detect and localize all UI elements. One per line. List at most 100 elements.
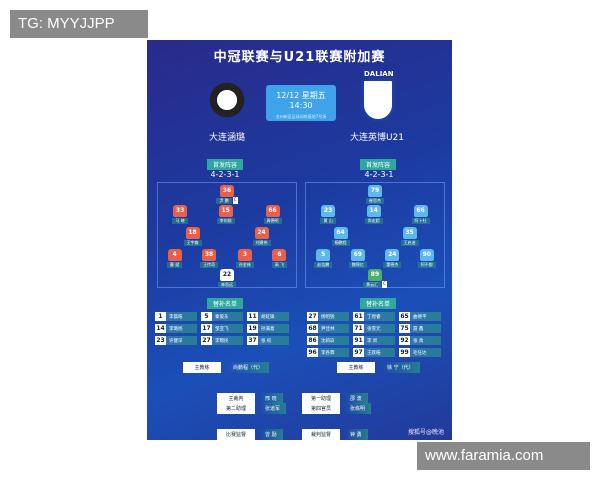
sub-name: 张雪元 bbox=[367, 326, 381, 332]
shirt-number: 6 bbox=[272, 249, 287, 261]
sub-name: 李璐扬 bbox=[169, 326, 183, 332]
player-name: 魏锦亿 bbox=[348, 262, 367, 268]
match-info-box: 12/12 星期五 14:30 金州新区足球训练基地7号场 bbox=[266, 85, 336, 121]
official-role: 第四官员 bbox=[302, 403, 340, 414]
player-name: 黄云汇 bbox=[363, 282, 382, 288]
official: 主裁判邢 晓 bbox=[217, 393, 283, 404]
shirt-number: 24 bbox=[385, 249, 400, 261]
shirt-number: 35 bbox=[402, 227, 417, 239]
sub-number: 92 bbox=[399, 336, 410, 345]
shirt-number: 15 bbox=[218, 205, 233, 217]
shirt-number: 33 bbox=[173, 205, 188, 217]
official-name: 张道军 bbox=[259, 403, 287, 414]
shirt-number: 90 bbox=[419, 249, 434, 261]
coach-name: 徐 宁（代） bbox=[381, 362, 420, 373]
sub-name: 沈莉玖 bbox=[321, 338, 335, 344]
sub-number: 27 bbox=[201, 336, 212, 345]
official-role: 主裁判 bbox=[217, 393, 255, 404]
official: 第四官员张栋明 bbox=[302, 403, 372, 414]
coach-name: 尚鹏程（代） bbox=[227, 362, 270, 373]
shirt-number: 4 bbox=[167, 249, 182, 261]
sub-number: 37 bbox=[247, 336, 258, 345]
away-subs-label: 替补名单 bbox=[360, 298, 397, 309]
away-logo-text: DALIAN bbox=[364, 70, 394, 78]
sub-number: 86 bbox=[307, 336, 318, 345]
sub-number: 65 bbox=[399, 312, 410, 321]
home-formation: 4-2-3-1 bbox=[210, 170, 240, 179]
sub-number: 75 bbox=[399, 324, 410, 333]
sub-number: 19 bbox=[247, 324, 258, 333]
captain-badge: C bbox=[232, 197, 238, 204]
sub-number: 96 bbox=[307, 348, 318, 357]
sub-number: 11 bbox=[247, 312, 258, 321]
home-team-logo bbox=[207, 80, 247, 120]
player-name: 杨鹏程 bbox=[331, 240, 350, 246]
player-name: 林思远 bbox=[218, 282, 236, 288]
captain-badge: C bbox=[382, 281, 387, 288]
official-name: 张栋明 bbox=[344, 403, 372, 414]
player-name: 赵浩鹏 bbox=[314, 262, 333, 268]
player-name: 王宇森 bbox=[183, 240, 202, 246]
sub-number: 1 bbox=[155, 312, 166, 321]
shirt-number: 22 bbox=[220, 269, 234, 281]
sub-name: 许健深 bbox=[169, 338, 183, 344]
shirt-number: 3 bbox=[237, 249, 252, 261]
sub-number: 71 bbox=[353, 324, 364, 333]
away-coach: 主教练徐 宁（代） bbox=[337, 362, 420, 373]
match-date: 12/12 星期五 14:30 bbox=[276, 91, 326, 110]
sub-number: 17 bbox=[201, 324, 212, 333]
sub-name: 李各霖 bbox=[321, 350, 335, 356]
official: 第一助理邵 波 bbox=[302, 393, 368, 404]
sub-number: 14 bbox=[155, 324, 166, 333]
shirt-number: 64 bbox=[333, 227, 348, 239]
official-name: 邵 波 bbox=[344, 393, 368, 404]
shirt-number: 14 bbox=[366, 205, 381, 217]
sub-name: 张 禹 bbox=[413, 338, 424, 344]
sub-number: 27 bbox=[307, 312, 318, 321]
sub-number: 99 bbox=[399, 348, 410, 357]
coach-label: 主教练 bbox=[183, 362, 221, 373]
home-subs-label: 替补名单 bbox=[207, 298, 244, 309]
credit: 搜狐号@晚池 bbox=[407, 429, 444, 436]
shirt-number: 79 bbox=[368, 185, 382, 197]
home-team-name: 大连涵璐 bbox=[208, 133, 245, 143]
shirt-number: 24 bbox=[254, 227, 269, 239]
player-name: 孙金林 bbox=[235, 262, 254, 268]
coach-label: 主教练 bbox=[337, 362, 375, 373]
sub-name: 胡延锋 bbox=[261, 314, 275, 320]
player-name: 尹 鹏 bbox=[216, 198, 232, 204]
